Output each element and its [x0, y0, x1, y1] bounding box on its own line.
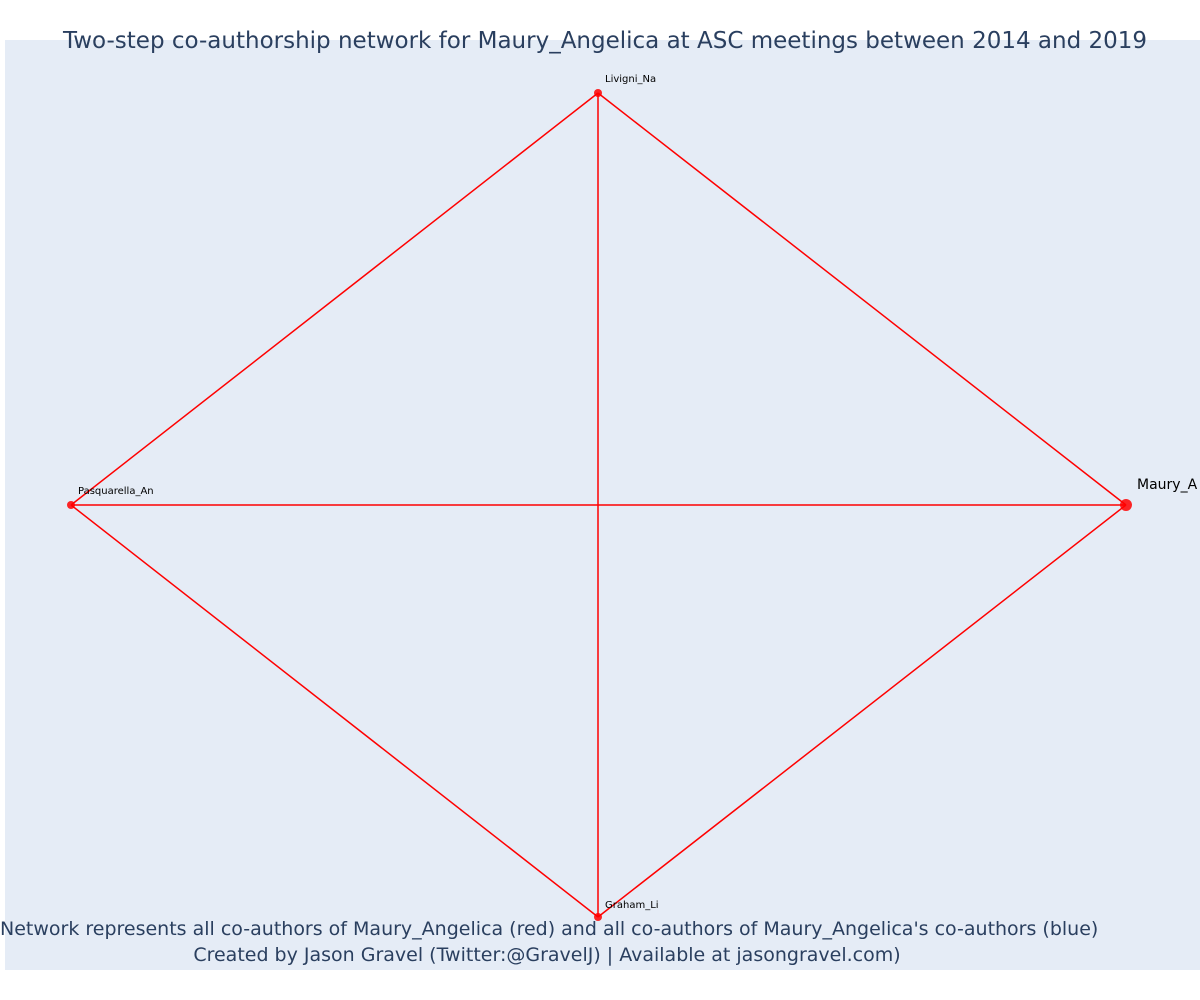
edge-Pasquarella_An-Graham_Li: [70, 504, 599, 918]
node-Graham_Li[interactable]: [594, 913, 602, 921]
edge-Livigni_Na-Maury_Angelica: [597, 92, 1127, 506]
chart-title: Two-step co-authorship network for Maury…: [62, 28, 1148, 54]
footer-caption: Network represents all co-authors of Mau…: [0, 918, 1099, 940]
edge-Maury_Angelica-Graham_Li: [597, 504, 1127, 918]
footer-credit: Created by Jason Gravel (Twitter:@Gravel…: [193, 944, 901, 966]
node-layer: [67, 89, 1132, 921]
node-Livigni_Na[interactable]: [594, 89, 602, 97]
node-label-Livigni_Na: Livigni_Na: [605, 74, 656, 85]
edge-layer: [70, 92, 1127, 918]
node-label-Pasquarella_An: Pasquarella_An: [78, 486, 154, 497]
edge-Livigni_Na-Pasquarella_An: [70, 92, 599, 506]
node-label-Graham_Li: Graham_Li: [605, 900, 659, 911]
node-Maury_Angelica[interactable]: [1120, 499, 1132, 511]
node-Pasquarella_An[interactable]: [67, 501, 75, 509]
node-label-Maury_Angelica: Maury_A: [1137, 477, 1198, 493]
